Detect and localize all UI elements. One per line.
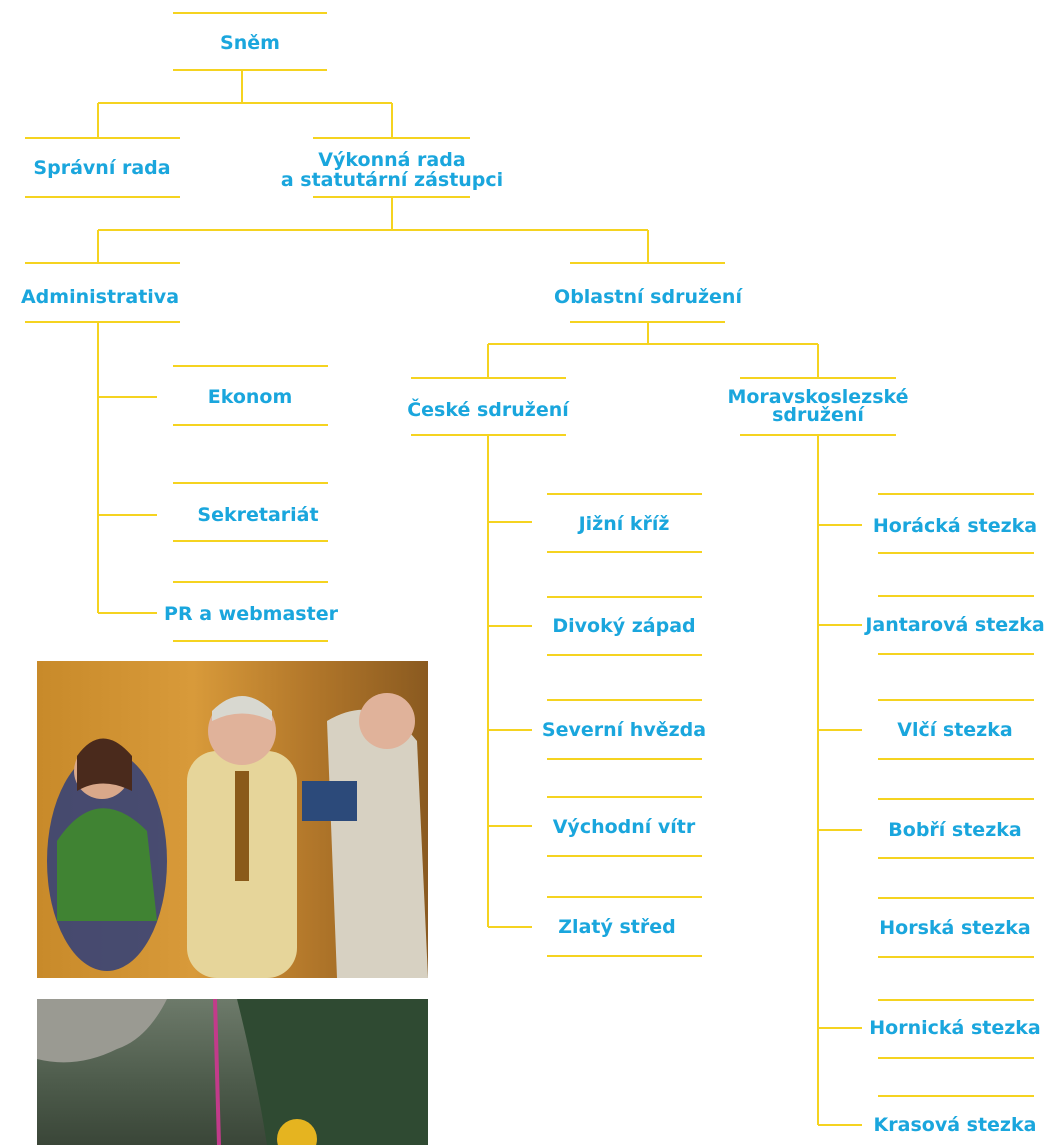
node-administrativa: Administrativa (18, 286, 182, 308)
node-spravni-rada: Správní rada (31, 157, 173, 179)
node-bobri-stezka: Bobří stezka (886, 819, 1024, 841)
node-vykonna-rada-line2: a statutární zástupci (280, 169, 504, 191)
node-oblastni-sdruzeni: Oblastní sdružení (552, 286, 744, 308)
node-jantarova-stezka: Jantarová stezka (863, 614, 1047, 636)
node-ekonom: Ekonom (205, 386, 295, 408)
node-jizni-kriz: Jižní kříž (576, 513, 672, 535)
photo-rope-climb (37, 999, 428, 1145)
photo-ceremony (37, 661, 428, 978)
node-horacka-stezka: Horácká stezka (870, 515, 1040, 537)
node-pr-webmaster: PR a webmaster (162, 603, 340, 625)
node-vlci-stezka: Vlčí stezka (895, 719, 1015, 741)
node-vykonna-rada-line1: Výkonná rada (318, 149, 466, 171)
node-vychodni-vitr: Východní vítr (550, 816, 698, 838)
node-zlaty-stred: Zlatý střed (556, 916, 678, 938)
node-severni-hvezda: Severní hvězda (539, 719, 709, 741)
node-sekretariat: Sekretariát (195, 504, 321, 526)
node-snem: Sněm (218, 32, 282, 54)
node-moravskoslezske-line1: Moravskoslezské (727, 386, 909, 408)
node-vykonna-rada: Výkonná rada a statutární zástupci (278, 149, 506, 191)
node-moravskoslezske-line2: sdružení (772, 404, 864, 426)
node-krasova-stezka: Krasová stezka (871, 1114, 1039, 1136)
node-divoky-zapad: Divoký západ (550, 615, 698, 637)
node-horska-stezka: Horská stezka (877, 917, 1033, 939)
node-hornicka-stezka: Hornická stezka (867, 1017, 1043, 1039)
node-moravskoslezske-sdruzeni: Moravskoslezské sdružení (725, 386, 911, 426)
node-ceske-sdruzeni: České sdružení (405, 399, 571, 421)
